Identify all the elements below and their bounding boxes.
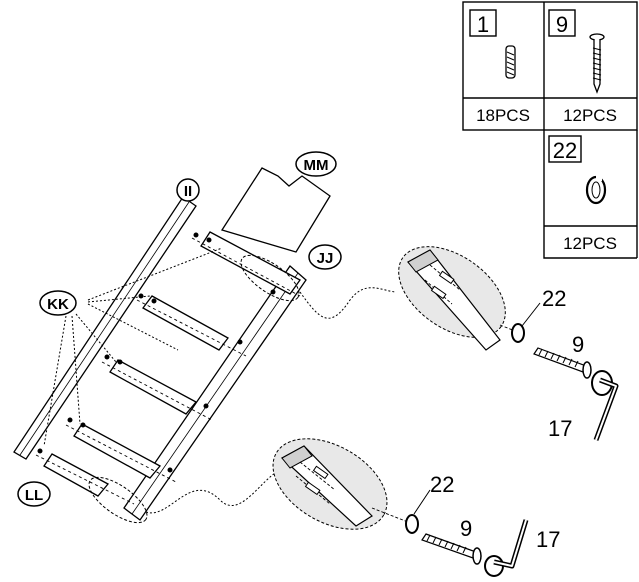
part-number-22: 22 (553, 138, 577, 163)
label-ll: LL (17, 481, 51, 507)
detail-zone-bottom (88, 476, 148, 524)
washer-22-lower (405, 514, 419, 534)
svg-text:II: II (184, 183, 192, 200)
connector-upper (299, 287, 396, 319)
spring-washer-icon (585, 175, 607, 205)
qty-part-1: 18PCS (476, 106, 530, 125)
washer-22-upper (511, 323, 525, 343)
svg-text:LL: LL (25, 487, 43, 504)
connector-lower (145, 469, 281, 514)
svg-text:KK: KK (47, 296, 69, 313)
screw-9-upper (533, 347, 592, 379)
callout-washer-upper: 22 (542, 286, 566, 311)
label-kk: KK (39, 290, 77, 316)
detail-zone-top (240, 254, 300, 302)
label-mm: MM (295, 151, 337, 177)
svg-text:MM: MM (304, 157, 329, 174)
panel-mm (220, 167, 331, 253)
part-number-9: 9 (556, 12, 568, 37)
label-jj: JJ (308, 244, 342, 270)
detail-view-upper: 22 9 17 (398, 246, 619, 441)
callout-screw-lower: 9 (460, 516, 472, 541)
label-ii: II (176, 178, 200, 202)
part-number-1: 1 (477, 12, 489, 37)
callout-washer-lower: 22 (430, 472, 454, 497)
qty-part-22: 12PCS (563, 234, 617, 253)
parts-table: 1 9 22 18PCS 12PCS 12PCS (462, 1, 638, 259)
callout-screw-upper: 9 (572, 332, 584, 357)
callout-key-upper: 17 (548, 416, 572, 441)
svg-text:JJ: JJ (317, 250, 334, 267)
kk-leaders (43, 247, 223, 447)
callout-key-lower: 17 (536, 527, 560, 552)
hex-key-17-lower (484, 519, 529, 577)
detail-view-lower: 22 9 17 (272, 438, 560, 577)
hex-key-17-upper (591, 370, 619, 441)
screw-icon (589, 33, 605, 94)
ladder-assembly (13, 167, 331, 521)
dowel-pin-icon (505, 45, 516, 79)
screw-9-lower (421, 533, 482, 565)
qty-part-9: 12PCS (563, 106, 617, 125)
